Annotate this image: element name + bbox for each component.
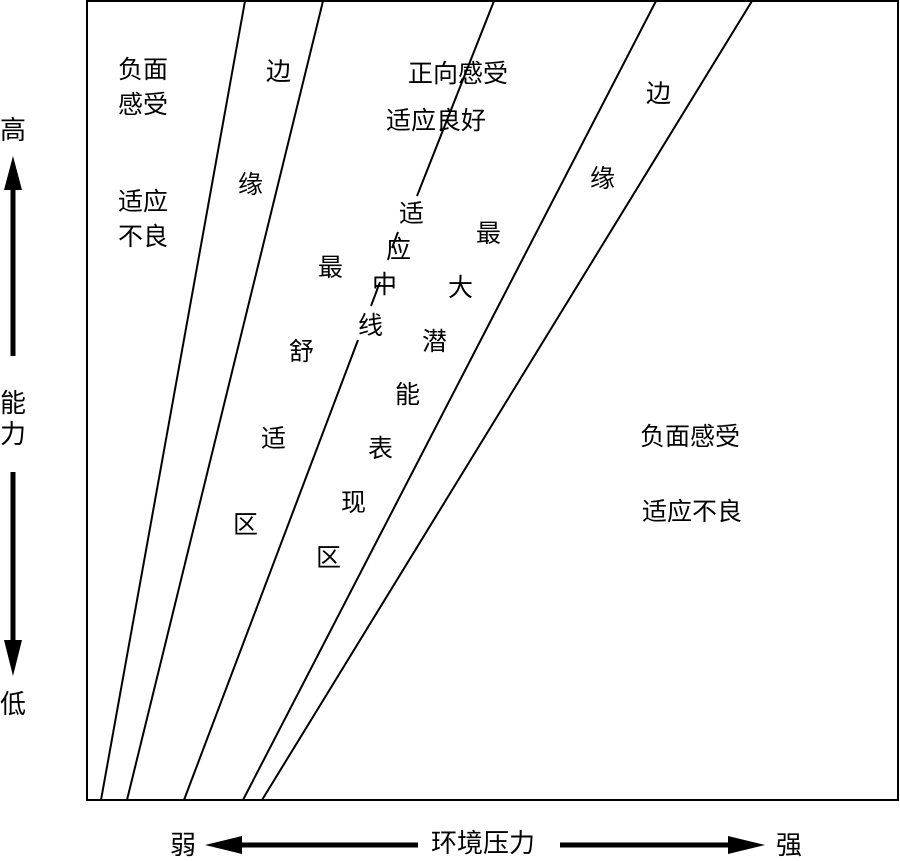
region-edge-right-char1: 边: [646, 79, 671, 108]
region-negative-left-line3: 适应: [118, 187, 168, 216]
region-max-potential-char6: 现: [341, 488, 366, 517]
boundary-line-1: [100, 0, 246, 801]
region-negative-right-line1: 负面感受: [640, 422, 740, 451]
region-comfort-char4: 区: [233, 510, 258, 539]
region-negative-left-line4: 不良: [118, 222, 168, 251]
region-max-potential-char1: 最: [476, 219, 501, 248]
optimal-line-char2: 应: [386, 235, 411, 264]
x-axis-weak-label: 弱: [170, 831, 196, 861]
region-comfort-char1: 最: [318, 253, 343, 282]
region-negative-right-line2: 适应不良: [642, 497, 742, 526]
region-negative-left-line2: 感受: [118, 90, 168, 119]
x-axis-strong-label: 强: [776, 831, 802, 861]
y-axis-down-arrow-icon: [4, 640, 22, 676]
optimal-line-mid-1: [370, 281, 381, 307]
region-edge-left-char2: 缘: [238, 170, 263, 199]
region-positive-line2: 适应良好: [386, 106, 486, 135]
optimal-line-char4: 线: [358, 311, 383, 340]
x-axis-label: 环境压力: [431, 829, 535, 859]
optimal-line-mid-2: [391, 231, 399, 249]
region-edge-left-char1: 边: [266, 57, 291, 86]
region-max-potential-char7: 区: [316, 543, 341, 572]
region-comfort-char3: 适: [261, 424, 286, 453]
y-axis-high-label: 高: [0, 116, 26, 146]
optimal-line-char1: 适: [399, 199, 424, 228]
plot-frame: [86, 0, 899, 801]
optimal-line-upper: [416, 0, 495, 197]
region-edge-right-char2: 缘: [590, 164, 615, 193]
x-axis-right-arrow-icon: [728, 836, 765, 854]
y-axis-up-arrow-icon: [4, 156, 22, 190]
region-max-potential-char2: 大: [448, 273, 473, 302]
region-positive-line1: 正向感受: [408, 59, 508, 88]
region-comfort-char2: 舒: [289, 337, 314, 366]
optimal-line-char3: 中: [372, 270, 397, 299]
boundary-line-4: [242, 0, 657, 801]
optimal-line-lower: [183, 339, 359, 801]
region-max-potential-char4: 能: [395, 380, 420, 409]
x-axis-left-arrow-icon: [205, 836, 242, 854]
region-max-potential-char3: 潜: [422, 327, 447, 356]
boundary-line-2: [126, 0, 324, 801]
y-axis-label-char2: 力: [0, 420, 26, 450]
y-axis-label-char1: 能: [0, 389, 26, 419]
boundary-line-5: [261, 0, 753, 801]
region-max-potential-char5: 表: [368, 434, 393, 463]
y-axis-low-label: 低: [0, 690, 26, 720]
region-negative-left-line1: 负面: [118, 55, 168, 84]
